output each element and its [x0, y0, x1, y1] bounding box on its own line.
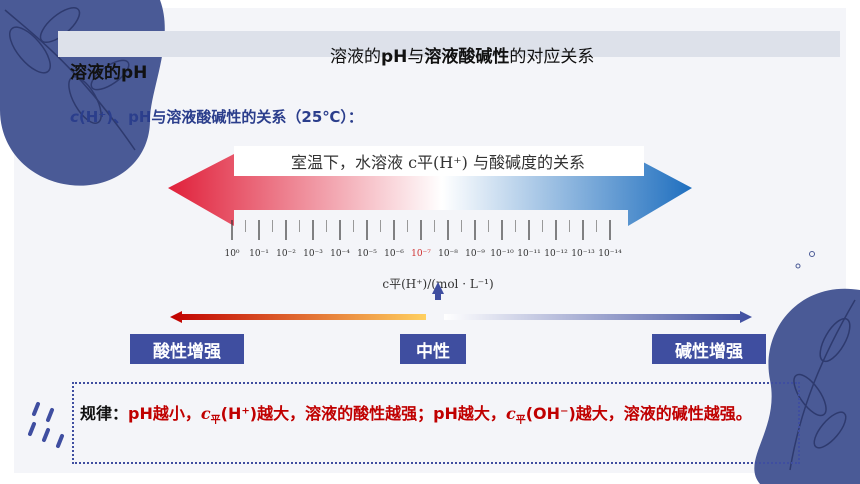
acid-arrow	[168, 154, 442, 226]
tick-label: 10⁻¹	[249, 249, 269, 259]
rule-box	[72, 382, 800, 464]
tick-label: 10⁻⁶	[384, 249, 404, 259]
tick-label: 10⁻⁵	[357, 249, 377, 259]
tick-label: 10⁻¹²	[544, 249, 568, 259]
subtitle: c(H⁺)、pH与溶液酸碱性的关系（25℃）：	[70, 108, 363, 126]
rule-head: 规律：	[80, 404, 129, 423]
tick-label: 10⁻⁴	[330, 249, 350, 259]
tick-label: 10⁻⁹	[465, 249, 485, 259]
slide-title: 溶液的pH与溶液酸碱性的对应关系	[330, 47, 595, 67]
header-bar	[58, 31, 840, 57]
section-title: 溶液的pH	[70, 63, 148, 83]
tick-group: 10⁰ 10⁻¹ 10⁻² 10⁻³ 10⁻⁴ 10⁻⁵ 10⁻⁶ 10⁻⁷ 10⁻⁸ 10⁻⁹ 1…	[224, 220, 622, 259]
tick-label: 10⁻¹⁴	[598, 249, 622, 259]
neutral-label: 中性	[400, 334, 466, 364]
rule-text: 规律：pH越小，c平(H⁺)越大，溶液的酸性越强；pH越大，c平(OH⁻)越大，…	[80, 404, 752, 427]
base-label: 碱性增强	[652, 334, 766, 364]
tick-label: 10⁻³	[303, 249, 323, 259]
tick-label: 10⁻⁷	[411, 249, 431, 259]
direction-arrows	[170, 311, 752, 323]
tick-label: 10⁻¹¹	[517, 249, 540, 259]
acid-label: 酸性增强	[130, 334, 244, 364]
base-direction-arrow	[444, 311, 752, 323]
acid-direction-arrow	[170, 311, 426, 323]
caption-bg	[234, 146, 644, 176]
tick-label: 10⁻¹⁰	[490, 249, 514, 259]
tick-label: 10⁰	[224, 249, 239, 259]
tick-label: 10⁻¹³	[571, 249, 595, 259]
neutral-pointer	[432, 282, 444, 300]
chart-caption: 室温下，水溶液 c平(H⁺) 与酸碱度的关系	[291, 153, 585, 172]
tick-label: 10⁻⁸	[438, 249, 458, 259]
tick-label: 10⁻²	[276, 249, 296, 259]
